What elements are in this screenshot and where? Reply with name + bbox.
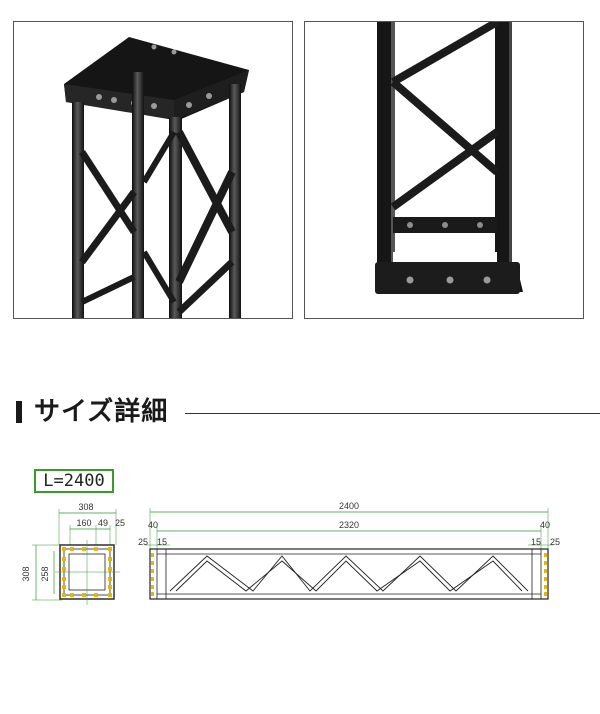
side-total-length: 2400 (339, 501, 359, 511)
side-left-outer: 25 (138, 537, 148, 547)
section-title: サイズ詳細 (34, 397, 169, 427)
side-inner-length: 2320 (339, 520, 359, 530)
end-center-offset: 49 (98, 518, 108, 528)
truss-photo-perspective (13, 21, 293, 319)
side-right-outer: 25 (550, 537, 560, 547)
side-left-inner: 15 (157, 537, 167, 547)
end-outer-height: 308 (21, 566, 31, 581)
end-inner-height: 258 (40, 566, 50, 581)
end-edge-offset: 25 (115, 518, 125, 528)
section-rule (185, 413, 600, 414)
side-view: 2400 2320 40 40 25 15 15 25 (138, 501, 560, 600)
truss-photo-end (304, 21, 584, 319)
section-header: サイズ詳細 (13, 395, 600, 431)
side-right-inner: 15 (531, 537, 541, 547)
section-bar (16, 401, 22, 423)
truss-technical-drawing: 308 160 49 25 308 258 2400 (21, 501, 560, 605)
side-right-end: 40 (540, 520, 550, 530)
end-inner-offset: 160 (76, 518, 91, 528)
end-view: 308 160 49 25 308 258 (21, 502, 125, 605)
side-left-end: 40 (148, 520, 158, 530)
end-outer-width: 308 (78, 502, 93, 512)
length-label: L=2400 (34, 469, 114, 493)
